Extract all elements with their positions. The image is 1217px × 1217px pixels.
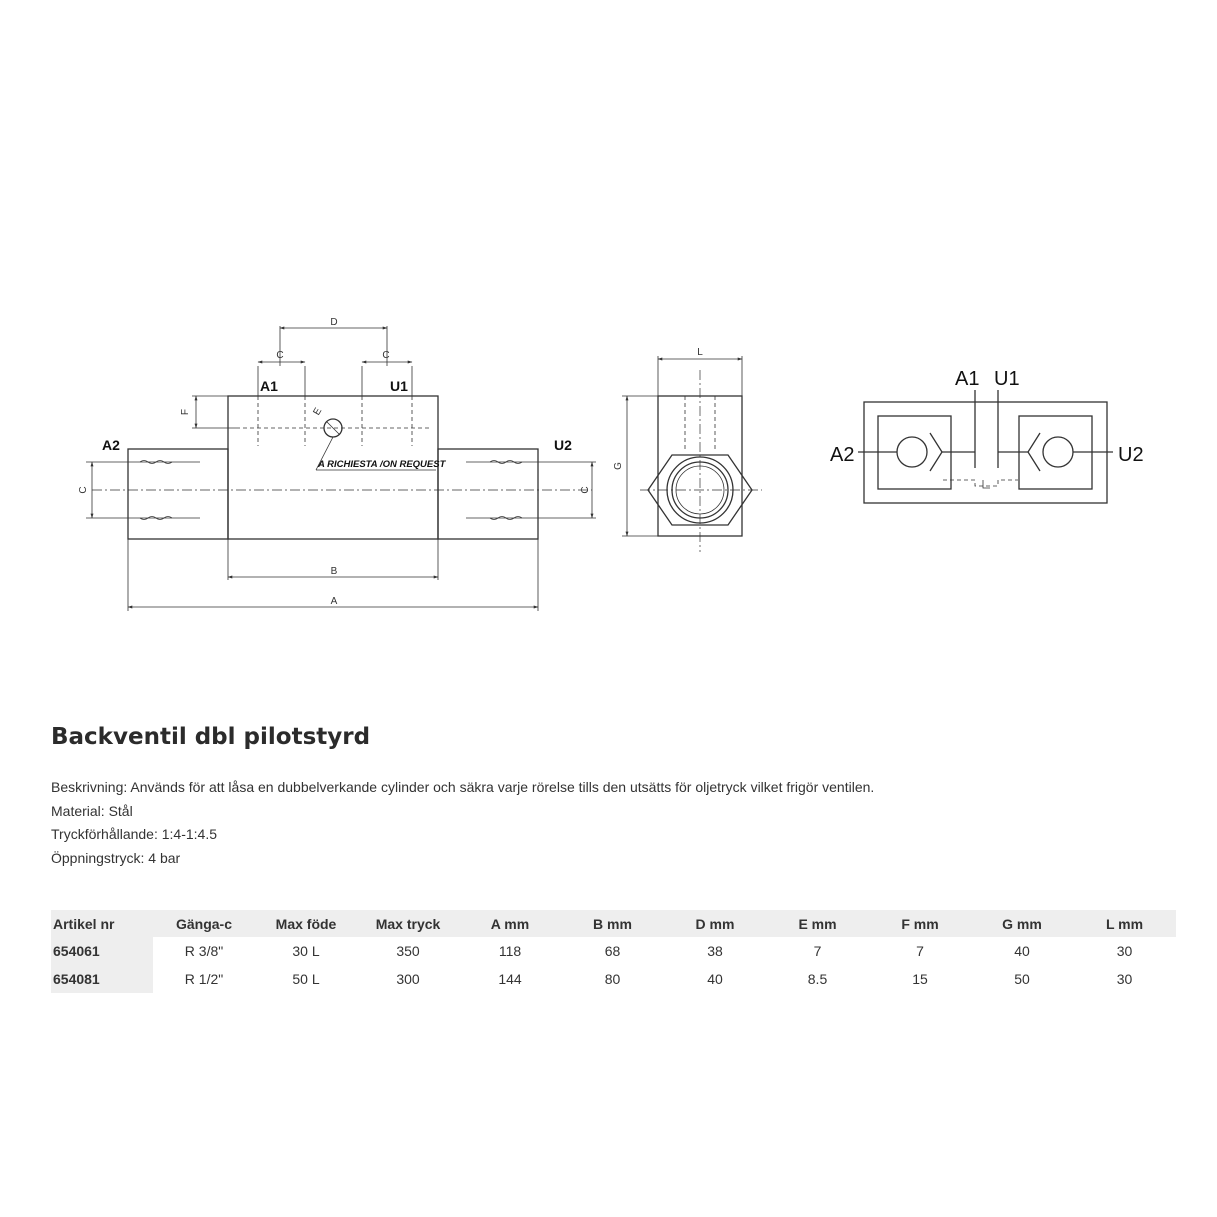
table-cell: 50 L bbox=[292, 971, 320, 987]
dim-d-label: D bbox=[330, 317, 337, 328]
pressure-ratio-line: Tryckförhållande: 1:4-1:4.5 bbox=[51, 826, 218, 842]
dim-e-label: E bbox=[311, 406, 324, 418]
description-line: Beskrivning: Används för att låsa en dub… bbox=[51, 779, 875, 795]
table-cell: R 3/8" bbox=[184, 943, 224, 959]
table-header-row: Artikel nr Gänga-c Max föde Max tryck A … bbox=[51, 910, 1176, 937]
column-header: B mm bbox=[561, 910, 664, 937]
table-cell: 40 bbox=[707, 971, 723, 987]
port-a2-label: A2 bbox=[830, 444, 854, 466]
column-header: Max tryck bbox=[357, 910, 459, 937]
column-header: A mm bbox=[459, 910, 561, 937]
dim-l-label: L bbox=[697, 347, 703, 358]
table-row: 654061 R 3/8" 30 L 350 118 68 38 7 7 40 … bbox=[51, 937, 1176, 965]
table-cell: 68 bbox=[604, 943, 621, 959]
dim-c-label: C bbox=[382, 350, 389, 361]
column-header: Artikel nr bbox=[51, 910, 153, 937]
port-u2-label: U2 bbox=[554, 437, 572, 453]
right-port-stub bbox=[437, 448, 539, 540]
dim-f-label: F bbox=[180, 409, 191, 415]
table-cell: 30 L bbox=[292, 943, 320, 959]
table-cell: 40 bbox=[1014, 943, 1030, 959]
port-u1-label: U1 bbox=[994, 368, 1020, 390]
column-header: D mm bbox=[664, 910, 766, 937]
port-a1-label: A1 bbox=[260, 378, 278, 394]
column-header: L mm bbox=[1073, 910, 1176, 937]
side-view: L G bbox=[613, 347, 762, 552]
table-cell: 300 bbox=[396, 971, 420, 987]
dim-g-label: G bbox=[613, 462, 624, 470]
product-description: Beskrivning: Används för att låsa en dub… bbox=[51, 776, 874, 870]
table-cell: 118 bbox=[498, 943, 522, 959]
table-cell: 15 bbox=[912, 971, 928, 987]
on-request-note: A RICHIESTA /ON REQUEST bbox=[317, 459, 447, 470]
article-number: 654061 bbox=[51, 937, 153, 965]
technical-drawing: D C C A1 U1 A2 U2 F E A RICHIESTA /ON RE… bbox=[0, 300, 1217, 630]
port-u1-label: U1 bbox=[390, 378, 408, 394]
port-u2-label: U2 bbox=[1118, 444, 1144, 466]
table-cell: 7 bbox=[813, 943, 822, 959]
column-header: Gänga-c bbox=[153, 910, 255, 937]
spec-table: Artikel nr Gänga-c Max föde Max tryck A … bbox=[51, 910, 1176, 993]
column-header: Max föde bbox=[255, 910, 357, 937]
product-title: Backventil dbl pilotstyrd bbox=[51, 724, 371, 750]
dim-a-label: A bbox=[331, 596, 338, 607]
port-a2-label: A2 bbox=[102, 437, 120, 453]
table-cell: R 1/2" bbox=[184, 971, 224, 987]
left-port-stub bbox=[127, 448, 229, 540]
dim-c-label: C bbox=[580, 486, 591, 493]
dim-c-label: C bbox=[276, 350, 283, 361]
opening-pressure-line: Öppningstryck: 4 bar bbox=[51, 849, 181, 866]
table-cell: 144 bbox=[498, 971, 522, 987]
table-cell: 30 bbox=[1116, 971, 1133, 987]
column-header: G mm bbox=[971, 910, 1073, 937]
table-row: 654081 R 1/2" 50 L 300 144 80 40 8.5 15 … bbox=[51, 965, 1176, 993]
column-header: F mm bbox=[869, 910, 971, 937]
table-cell: 30 bbox=[1116, 943, 1133, 959]
table-cell: 7 bbox=[916, 943, 924, 959]
column-header: E mm bbox=[766, 910, 869, 937]
table-cell: 8.5 bbox=[807, 971, 828, 987]
dim-b-label: B bbox=[331, 566, 338, 577]
hydraulic-symbol: A1 U1 A2 U2 bbox=[830, 368, 1144, 504]
article-number: 654081 bbox=[51, 965, 153, 993]
table-cell: 50 bbox=[1014, 971, 1030, 987]
table-cell: 80 bbox=[604, 971, 621, 987]
port-a1-label: A1 bbox=[955, 368, 979, 390]
table-cell: 38 bbox=[707, 943, 723, 959]
table-cell: 350 bbox=[396, 943, 420, 959]
dim-c-label: C bbox=[78, 486, 89, 493]
material-line: Material: Stål bbox=[51, 802, 133, 819]
front-view: D C C A1 U1 A2 U2 F E A RICHIESTA /ON RE… bbox=[78, 317, 596, 611]
